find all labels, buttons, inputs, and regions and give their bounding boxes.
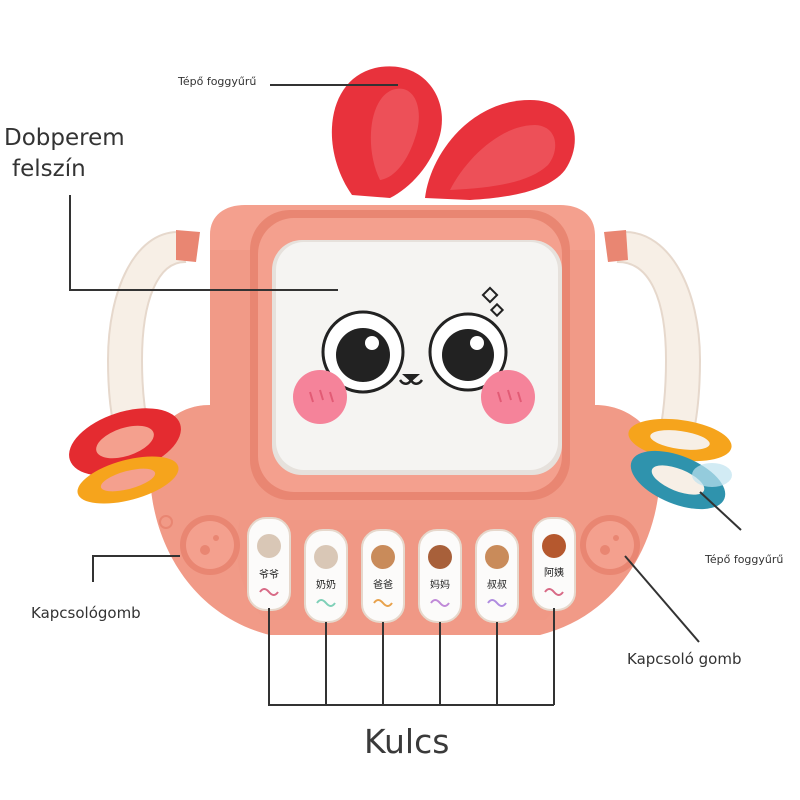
keys-label: Kulcs xyxy=(364,722,450,761)
switch-button-right[interactable] xyxy=(580,515,640,575)
key-3[interactable]: 爸爸 xyxy=(361,529,405,623)
key-label: 妈妈 xyxy=(430,578,450,591)
key-5[interactable]: 叔叔 xyxy=(475,529,519,623)
drum-surface-label: Dobperem xyxy=(4,125,125,151)
left-teether-rings xyxy=(69,408,181,504)
key-2[interactable]: 奶奶 xyxy=(304,529,348,623)
bunny-ears xyxy=(331,66,575,200)
key-1[interactable]: 爷爷 xyxy=(247,517,291,611)
key-label: 奶奶 xyxy=(316,579,336,591)
switch-button-left[interactable] xyxy=(159,515,240,575)
right-teether-rings xyxy=(628,418,732,510)
callout-lines xyxy=(69,84,742,706)
key-label: 爷爷 xyxy=(259,568,279,581)
piano-keys: 爷爷 奶奶 爸爸 妈妈 叔叔 xyxy=(247,517,576,623)
key-label: 阿姨 xyxy=(544,566,564,579)
switch-label-right: Kapcsoló gomb xyxy=(627,650,742,668)
key-label: 叔叔 xyxy=(487,579,507,591)
drum-surface xyxy=(272,240,562,475)
key-6[interactable]: 阿姨 xyxy=(532,517,576,611)
drum-surface-label-line2: felszín xyxy=(12,156,86,182)
key-4[interactable]: 妈妈 xyxy=(418,529,462,623)
teether-label-right: Tépő foggyűrű xyxy=(705,553,784,566)
teether-label-top: Tépő foggyűrű xyxy=(178,75,257,88)
switch-label-left: Kapcsológomb xyxy=(31,604,141,622)
key-label: 爸爸 xyxy=(373,578,393,591)
